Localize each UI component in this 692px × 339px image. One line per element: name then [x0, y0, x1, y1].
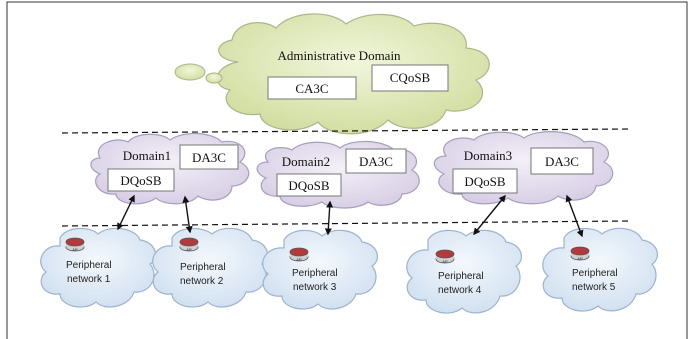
- peripheral-5-label-line1: Peripheral: [572, 268, 618, 279]
- link-arrow-domain3-peripheral5: [565, 194, 584, 238]
- link-arrow-domain2-peripheral3: [324, 200, 334, 236]
- domain-1-da3c-label: DA3C: [192, 150, 226, 165]
- link-arrow-domain1-peripheral2: [182, 195, 193, 234]
- domain-3-dqosb-box: [452, 168, 518, 194]
- domain-1-dqosb-box: [107, 168, 175, 192]
- domain-2-dqosb-box: [276, 173, 342, 197]
- domain-2-name: Domain2: [282, 154, 330, 169]
- peripheral-3-label-line1: Peripheral: [292, 268, 338, 279]
- domain-3-name: Domain3: [464, 148, 512, 163]
- domain-3-dqosb-label: DQoSB: [464, 174, 506, 189]
- svg-text:AR: AR: [186, 247, 192, 252]
- peripheral-cloud-5: [542, 227, 659, 312]
- admin-domain-cloud: [174, 13, 490, 135]
- svg-text:AR: AR: [442, 259, 448, 264]
- peripheral-1-label-line2: network 1: [67, 274, 111, 285]
- peripheral-5-label-line2: network 5: [572, 282, 616, 293]
- admin-domain-title: Administrative Domain: [277, 48, 401, 63]
- router-icon: AR: [435, 249, 455, 264]
- link-arrow-domain3-peripheral4: [473, 194, 506, 236]
- peripheral-1-label-line1: Peripheral: [66, 260, 112, 271]
- router-icon: AR: [65, 237, 85, 252]
- router-icon: AR: [289, 247, 309, 262]
- peripheral-4-label-line1: Peripheral: [438, 271, 484, 282]
- svg-text:AR: AR: [577, 256, 583, 261]
- link-arrow-domain1-peripheral1: [117, 194, 135, 231]
- domain-2-da3c-label: DA3C: [359, 154, 393, 169]
- domain-2-da3c-box: [345, 148, 407, 174]
- peripheral-2-label-line1: Peripheral: [180, 262, 226, 273]
- domain-2-dqosb-label: DQoSB: [288, 178, 330, 193]
- peripheral-2-label-line2: network 2: [180, 276, 224, 287]
- cqosb-label: CQoSB: [390, 70, 431, 85]
- svg-text:AR: AR: [72, 247, 78, 252]
- ca3c-label: CA3C: [295, 81, 328, 96]
- peripheral-4-label-line2: network 4: [438, 285, 482, 296]
- ca3c-box: [267, 76, 357, 100]
- domain-1-dqosb-label: DQoSB: [120, 173, 162, 188]
- domain-1-name: Domain1: [123, 148, 171, 163]
- domain-3-da3c-box: [530, 147, 594, 175]
- domain-1-da3c-box: [179, 144, 239, 170]
- cqosb-box: [371, 64, 449, 92]
- upper-dashed-separator: [61, 128, 629, 134]
- domain-3-da3c-label: DA3C: [545, 154, 579, 169]
- lower-dashed-separator: [61, 220, 629, 227]
- router-icon: AR: [179, 237, 199, 252]
- router-icon: AR: [570, 246, 590, 261]
- peripheral-3-label-line2: network 3: [293, 282, 337, 293]
- svg-text:AR: AR: [296, 257, 302, 262]
